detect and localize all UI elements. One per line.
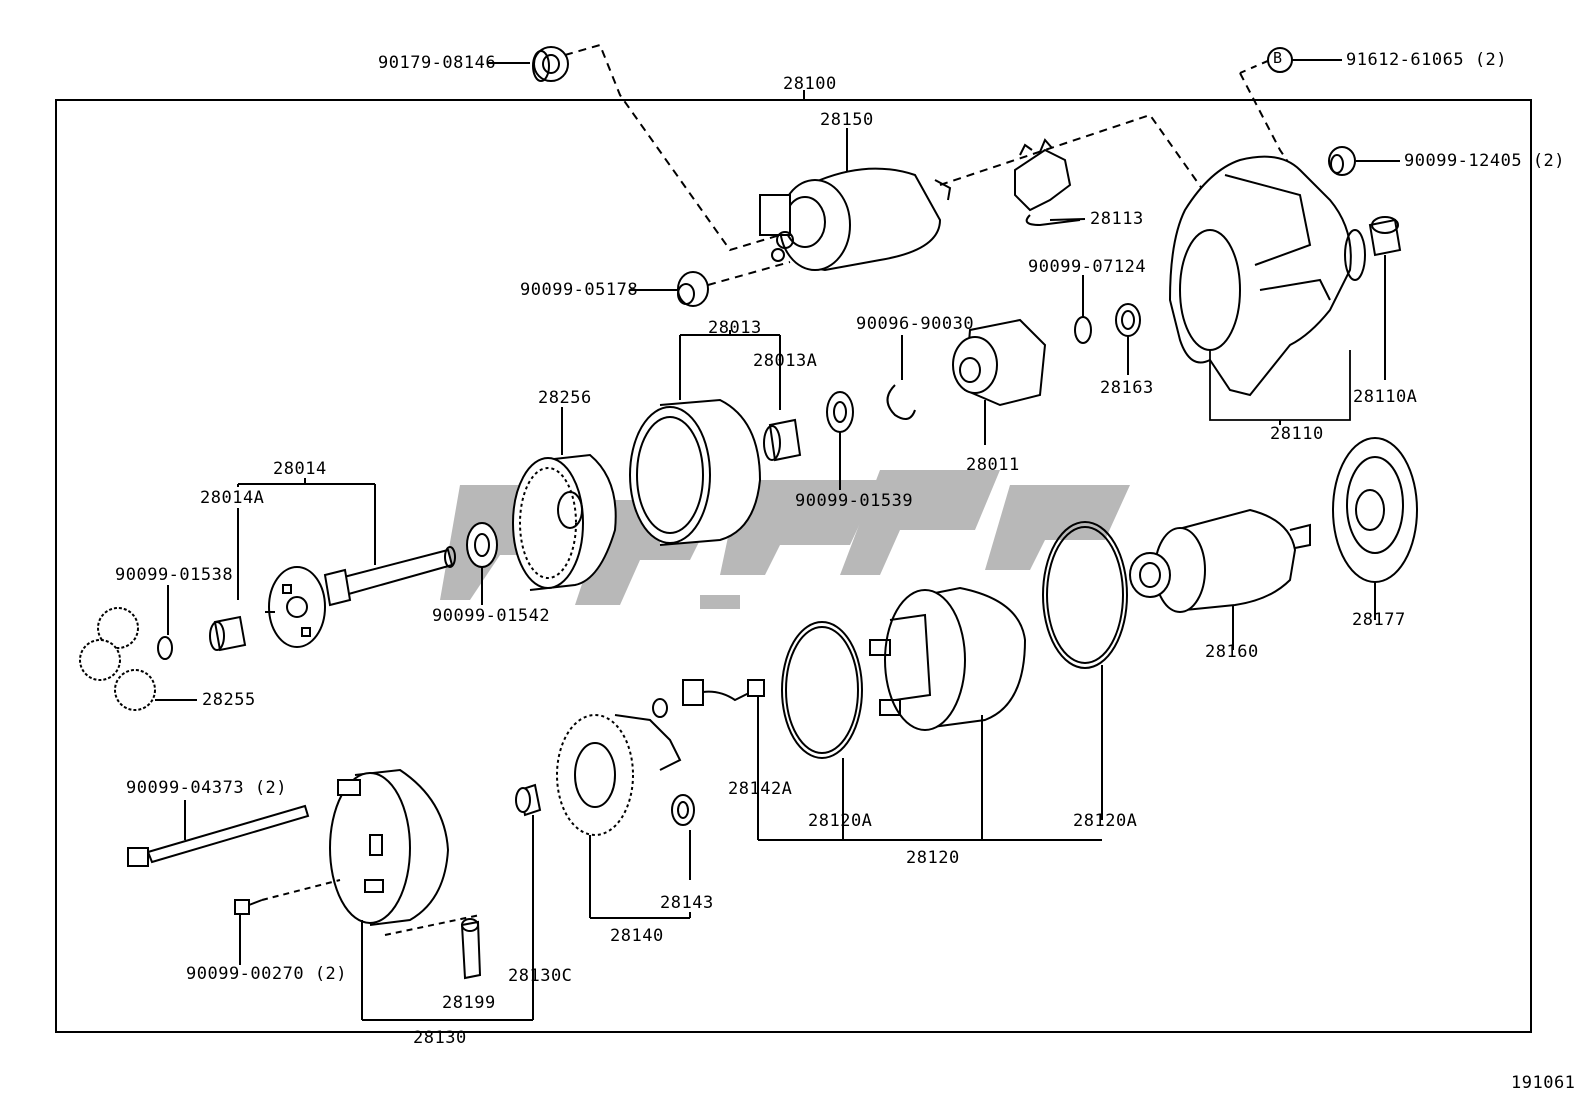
label-28014: 28014 xyxy=(273,459,327,479)
label-28120: 28120 xyxy=(906,848,960,868)
nut-90099-05178 xyxy=(630,261,791,307)
nut-90179-08146 xyxy=(488,46,569,82)
label-28143: 28143 xyxy=(660,893,714,913)
armature-28160 xyxy=(1129,508,1311,650)
label-28142A: 28142A xyxy=(728,779,793,799)
label-90099-05178: 90099-05178 xyxy=(520,280,639,300)
terminal-28113 xyxy=(1014,138,1086,227)
label-28014A: 28014A xyxy=(200,488,265,508)
label-28160: 28160 xyxy=(1205,642,1259,662)
dashed-line-top-mid xyxy=(939,113,1211,201)
label-91612-61065: 91612-61065 (2) xyxy=(1346,50,1508,70)
label-28120A-left: 28120A xyxy=(808,811,873,831)
label-90179-08146: 90179-08146 xyxy=(378,53,497,73)
bracket-28013 xyxy=(679,330,781,410)
endframe-28130 xyxy=(329,768,533,1021)
bushing-28110A xyxy=(1368,216,1402,380)
bolt-90099-04373 xyxy=(127,800,310,867)
label-90099-04373: 90099-04373 (2) xyxy=(126,778,288,798)
label-28177: 28177 xyxy=(1352,610,1406,630)
oring-28120A-right xyxy=(1042,521,1128,820)
brushholder-28140 xyxy=(556,698,691,919)
dashed-line-top-right xyxy=(1239,72,1291,166)
plug-28199 xyxy=(460,918,482,980)
brush-28142A xyxy=(682,679,765,840)
washer-90099-01542 xyxy=(466,522,498,605)
washer-90099-01538 xyxy=(157,585,173,660)
bushing-28014A xyxy=(209,615,247,652)
label-28130C: 28130C xyxy=(508,966,573,986)
label-28130: 28130 xyxy=(413,1028,467,1048)
clutch-28011 xyxy=(952,318,1047,445)
label-28110: 28110 xyxy=(1270,424,1324,444)
label-28256: 28256 xyxy=(538,388,592,408)
washer-90099-12405 xyxy=(1328,146,1400,176)
label-28013: 28013 xyxy=(708,318,762,338)
gear-housing-28256 xyxy=(512,407,617,591)
spring-28143 xyxy=(671,794,695,880)
yoke-28120 xyxy=(869,586,1027,840)
bracket-28014 xyxy=(237,478,376,600)
label-28013A: 28013A xyxy=(753,351,818,371)
label-assembly-28100: 28100 xyxy=(783,74,837,94)
label-28150: 28150 xyxy=(820,110,874,130)
label-90099-01542: 90099-01542 xyxy=(432,606,551,626)
gears-28255 xyxy=(79,607,197,711)
dashed-line-top-left xyxy=(564,43,791,252)
oring-28120A-left xyxy=(781,621,863,840)
label-90099-01539: 90099-01539 xyxy=(795,491,914,511)
bolt-90099-00270 xyxy=(234,879,341,965)
solenoid-28150 xyxy=(759,128,952,272)
diagram-number: 191061 xyxy=(1511,1073,1576,1093)
label-90099-12405: 90099-12405 (2) xyxy=(1404,151,1566,171)
label-28163: 28163 xyxy=(1100,378,1154,398)
label-28011: 28011 xyxy=(966,455,1020,475)
label-28110A: 28110A xyxy=(1353,387,1418,407)
washer-90099-01539 xyxy=(826,391,854,490)
bushing-28130C xyxy=(515,783,542,1020)
housing-28110 xyxy=(1168,155,1366,425)
ring-90099-07124 xyxy=(1074,275,1092,344)
snapring-90096-90030 xyxy=(886,335,916,420)
shaft-28014 xyxy=(265,546,456,648)
label-28140: 28140 xyxy=(610,926,664,946)
label-90099-07124: 90099-07124 xyxy=(1028,257,1147,277)
cover-28177 xyxy=(1332,437,1418,620)
label-28255: 28255 xyxy=(202,690,256,710)
label-90099-00270: 90099-00270 (2) xyxy=(186,964,348,984)
label-28113: 28113 xyxy=(1090,209,1144,229)
drum-28013 xyxy=(629,398,762,546)
label-90096-90030: 90096-90030 xyxy=(856,314,975,334)
bushing-28013A xyxy=(763,418,802,462)
label-90099-01538: 90099-01538 xyxy=(115,565,234,585)
label-28120A-right: 28120A xyxy=(1073,811,1138,831)
bearing-28163 xyxy=(1115,303,1141,375)
callout-b xyxy=(1267,47,1342,73)
label-28199: 28199 xyxy=(442,993,496,1013)
assembly-frame xyxy=(55,99,1532,1033)
callout-b-letter: B xyxy=(1273,49,1283,67)
